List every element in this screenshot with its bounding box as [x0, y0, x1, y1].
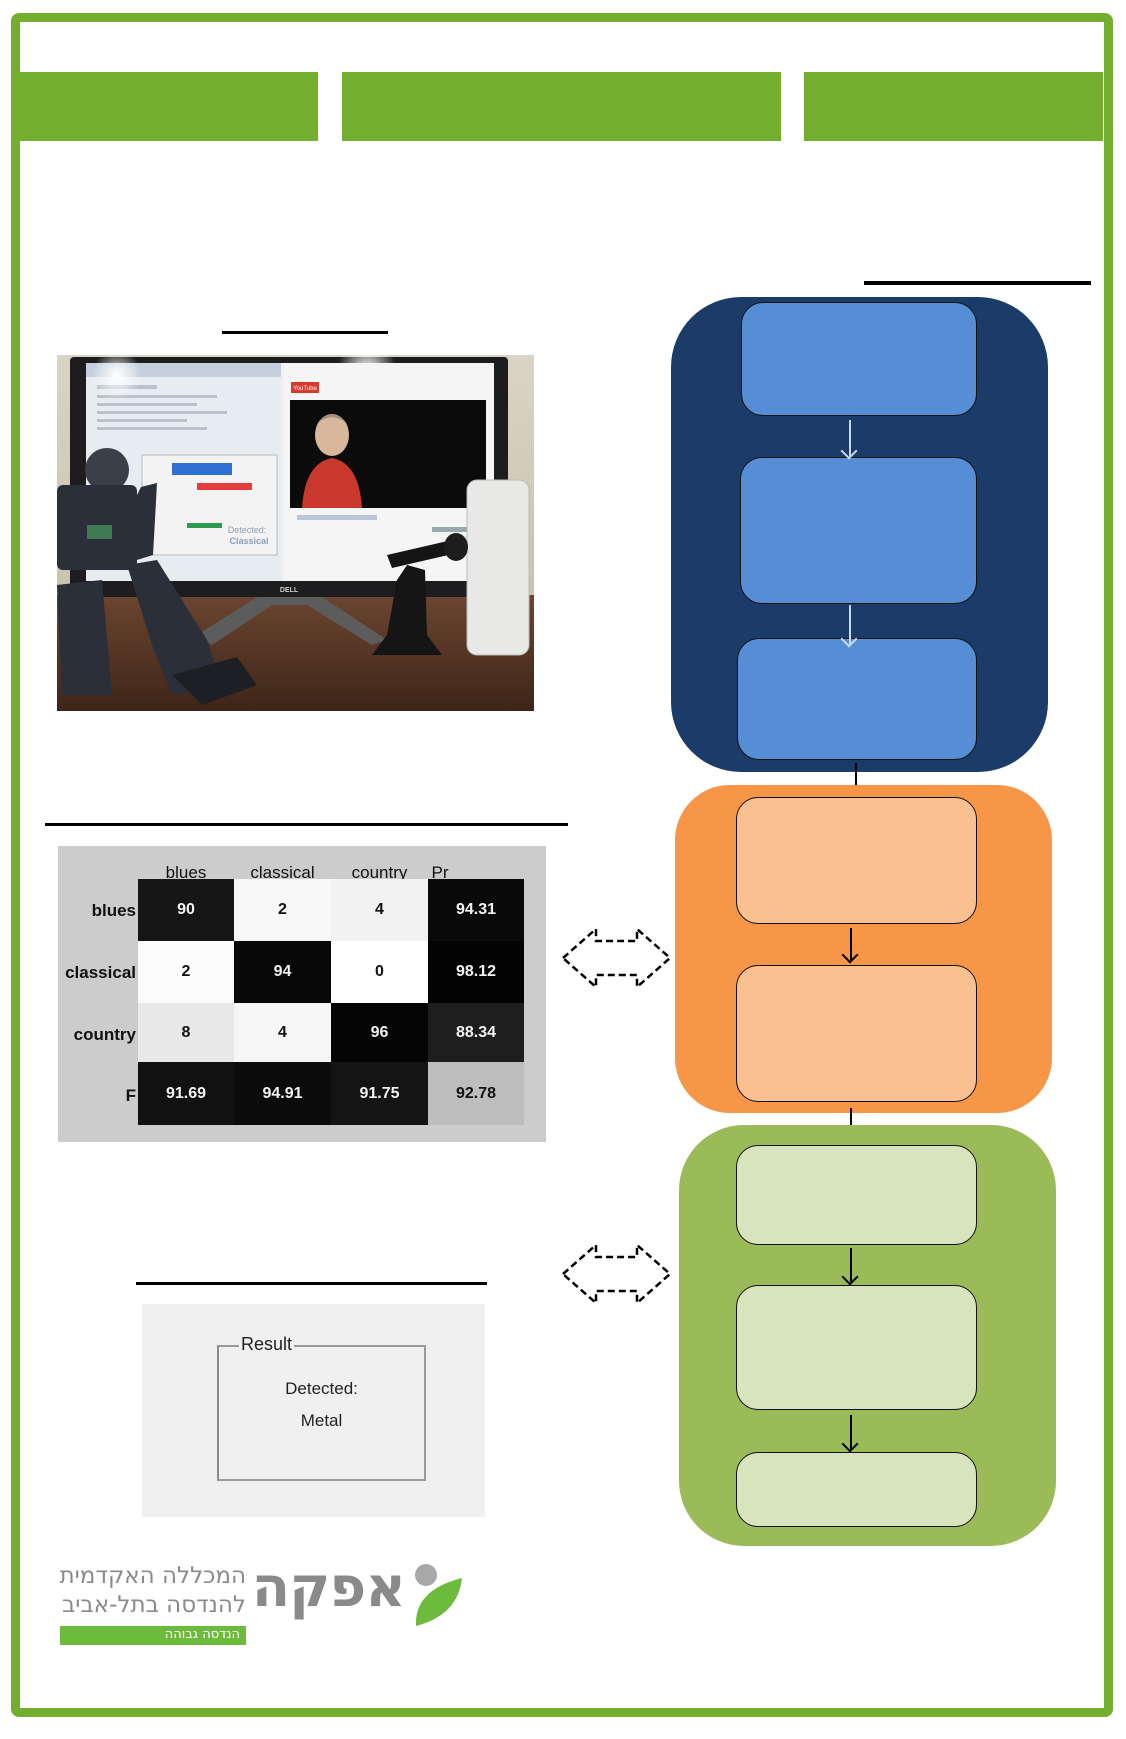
- matrix-row-label: F: [125, 1086, 136, 1105]
- matrix-col-header: classical: [250, 863, 315, 882]
- logo-tagline-bar: הנדסה גבוהה: [60, 1626, 246, 1645]
- section-rule-result: [136, 1282, 487, 1285]
- flow-node-green-2: [736, 1285, 977, 1410]
- matrix-cell: 2: [234, 879, 331, 941]
- flow-arrow-down-icon: [850, 1248, 852, 1282]
- poster-frame: [11, 13, 1113, 1717]
- matrix-row-label: country: [73, 1025, 136, 1044]
- monitor-brand: DELL: [280, 587, 299, 594]
- matrix-cell: 94: [234, 941, 331, 1003]
- logo-leaf-icon: [415, 1578, 462, 1626]
- screen-genre-label: Classical: [229, 536, 268, 546]
- logo-tagline: הנדסה גבוהה: [164, 1627, 240, 1642]
- header-bar-center: [342, 72, 781, 141]
- result-panel: Result Detected: Metal: [142, 1304, 485, 1517]
- result-detected-label: Detected:: [285, 1379, 358, 1398]
- flow-node-green-1: [736, 1145, 977, 1245]
- matrix-cell: 91.75: [331, 1062, 428, 1125]
- matrix-cell: 4: [234, 1003, 331, 1062]
- matrix-cell: 92.78: [428, 1062, 524, 1125]
- result-legend: Result: [239, 1334, 295, 1355]
- section-rule-photo: [222, 331, 388, 334]
- matrix-col-header: Pr: [431, 863, 449, 882]
- confusion-matrix-panel: blues classical country Pr blues classic…: [58, 846, 546, 1142]
- screen-detected-label: Detected:: [228, 525, 267, 535]
- matrix-row-label: classical: [65, 963, 136, 982]
- flow-arrow-down-icon: [855, 763, 857, 796]
- matrix-cell: 96: [331, 1003, 428, 1062]
- flow-node-blue-2: [740, 457, 977, 604]
- afeka-logo: אפקה המכללה האקדמית להנדסה בתל-אביב הנדס…: [58, 1560, 468, 1655]
- result-genre-value: Metal: [300, 1411, 343, 1430]
- flow-arrow-down-icon: [849, 420, 851, 456]
- flow-node-blue-3: [737, 638, 977, 760]
- matrix-cell: 98.12: [428, 941, 524, 1003]
- section-rule-flowchart: [864, 281, 1091, 285]
- matrix-col-header: blues: [165, 863, 207, 882]
- afeka-logo-mark: [415, 1564, 462, 1626]
- flow-node-orange-1: [736, 797, 977, 924]
- video-site-label: YouTube: [293, 386, 317, 392]
- matrix-cell: 94.91: [234, 1062, 331, 1125]
- dashed-double-arrow-icon: [561, 926, 672, 990]
- logo-line2: להנדסה בתל-אביב: [61, 1592, 246, 1618]
- flow-arrow-down-icon: [849, 605, 851, 644]
- video-site-logo: [291, 382, 319, 393]
- flow-arrow-down-icon: [850, 1415, 852, 1449]
- logo-dot-icon: [415, 1564, 437, 1586]
- flow-node-blue-1: [741, 302, 977, 416]
- flow-node-green-3: [736, 1452, 977, 1527]
- robot: [57, 448, 257, 705]
- matrix-cell: 0: [331, 941, 428, 1003]
- matrix-col-header: country: [351, 863, 408, 882]
- robot-photo-illustration: Detected: Classical YouTube DELL: [57, 355, 534, 711]
- robot-photo: Detected: Classical YouTube DELL: [57, 355, 534, 711]
- matrix-cell: 8: [138, 1003, 234, 1062]
- matrix-cell: 90: [138, 879, 234, 941]
- logo-line1: המכללה האקדמית: [59, 1563, 246, 1589]
- matrix-row-label: blues: [91, 901, 136, 920]
- header-bar-left: [20, 72, 318, 141]
- flow-node-orange-2: [736, 965, 977, 1102]
- matrix-cell: 2: [138, 941, 234, 1003]
- header-bar-right: [804, 72, 1103, 141]
- matrix-cell: 94.31: [428, 879, 524, 941]
- section-rule-matrix: [45, 823, 568, 826]
- matrix-cell: 91.69: [138, 1062, 234, 1125]
- flow-arrow-down-icon: [850, 928, 852, 960]
- logo-name: אפקה: [251, 1555, 406, 1620]
- matrix-cell: 88.34: [428, 1003, 524, 1062]
- result-groupbox: Result Detected: Metal: [217, 1334, 426, 1481]
- matrix-cell: 4: [331, 879, 428, 941]
- dashed-double-arrow-icon: [561, 1242, 672, 1306]
